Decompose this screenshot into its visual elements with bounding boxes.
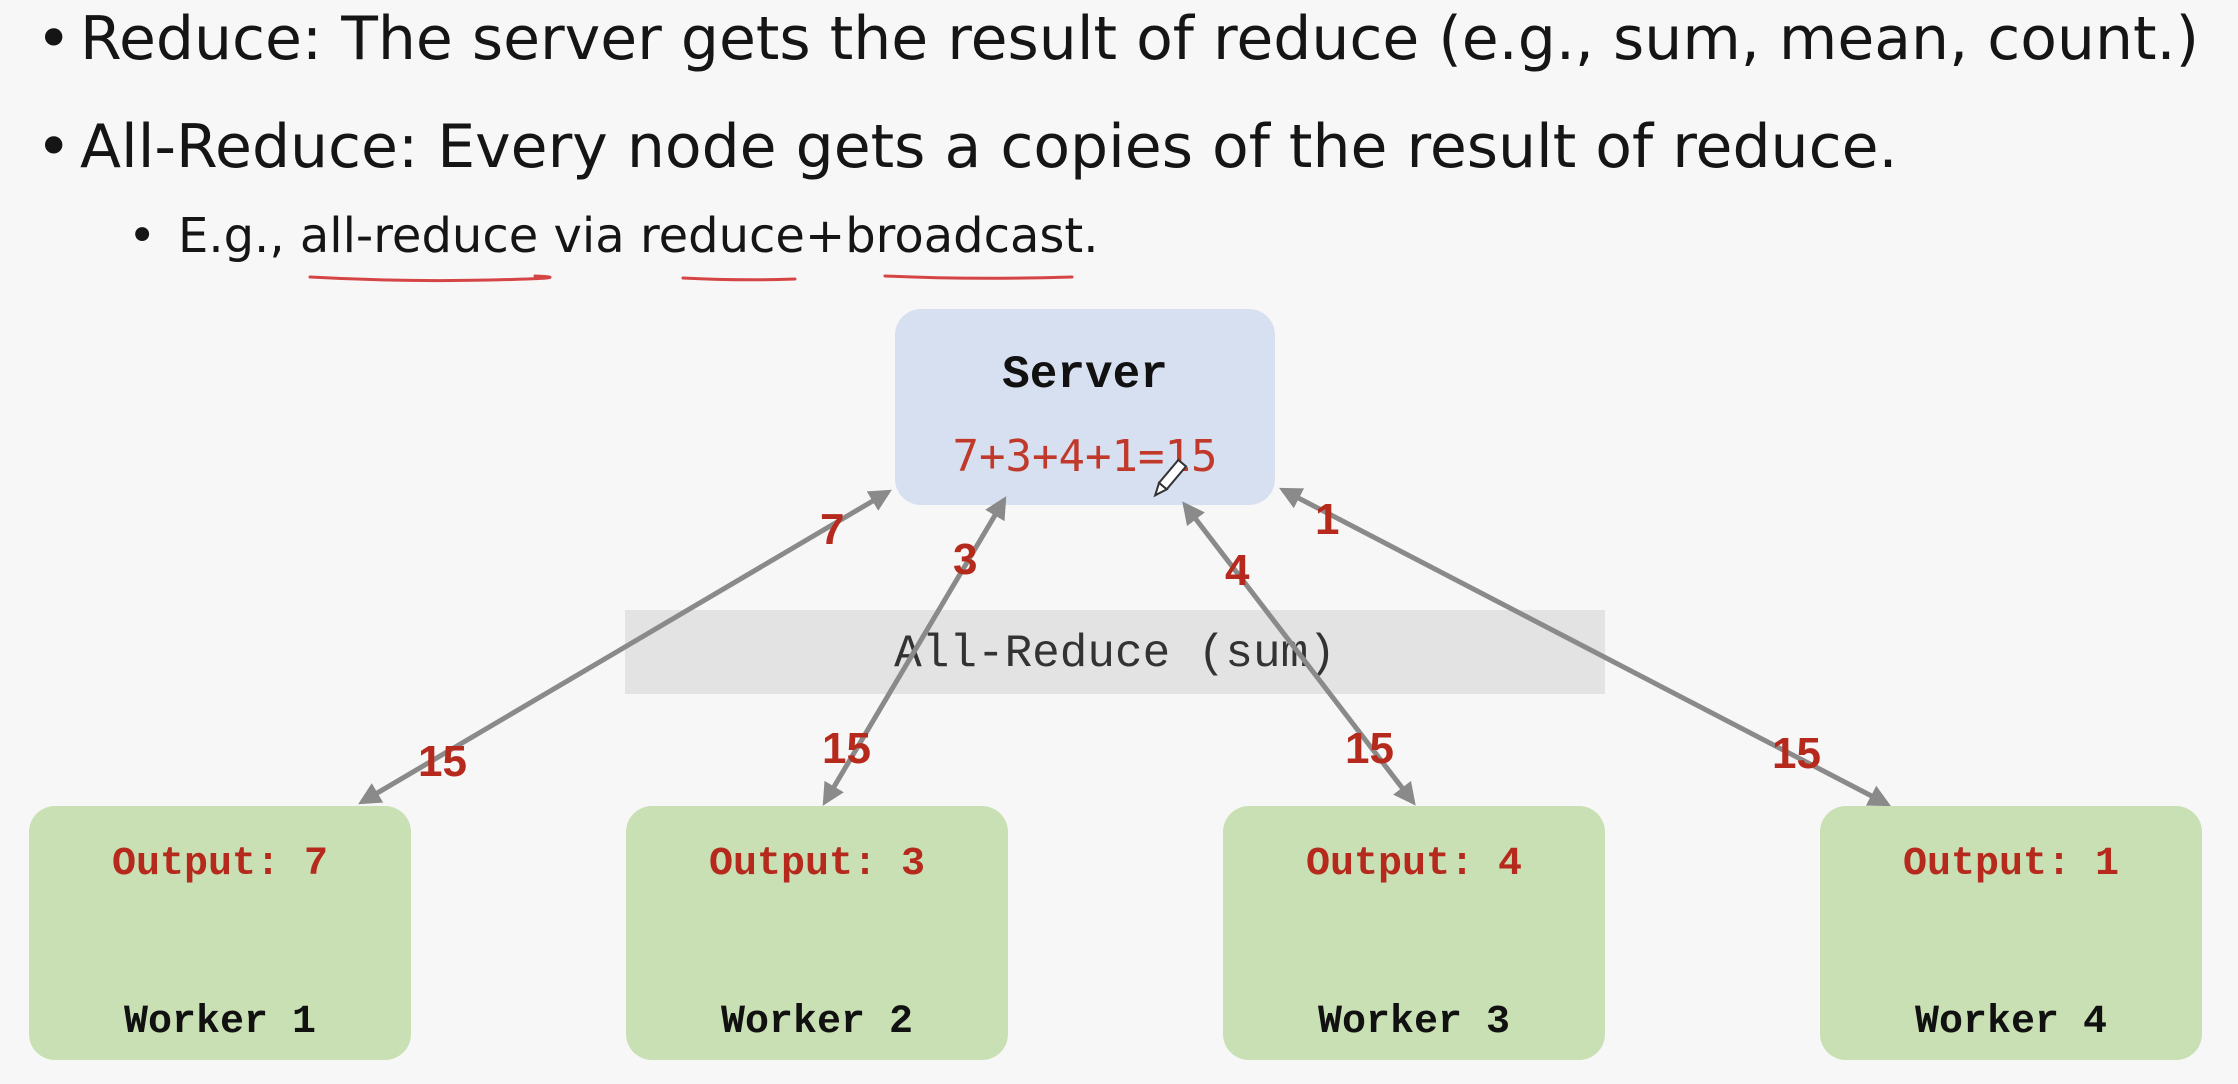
example-broadcast: broadcast <box>845 208 1084 264</box>
example-end: . <box>1083 208 1099 264</box>
bullet-example: • E.g., all-reduce via reduce+broadcast. <box>128 208 1098 264</box>
worker-name: Worker 4 <box>1914 1000 2108 1045</box>
sent-label-worker-2: 3 <box>953 535 977 584</box>
worker-node-3: Output: 4 Worker 3 <box>1223 806 1605 1060</box>
worker-output: Output: 7 <box>111 842 329 887</box>
bullet-all-reduce-text: All-Reduce: Every node gets a copies of … <box>80 112 1898 182</box>
received-label-worker-4: 15 <box>1772 729 1821 778</box>
bullet-reduce-text: Reduce: The server gets the result of re… <box>80 4 2199 74</box>
worker-node-4: Output: 1 Worker 4 <box>1820 806 2202 1060</box>
example-prefix: E.g., <box>178 208 300 264</box>
pen-cursor-icon <box>1153 458 1188 498</box>
arrow-worker-4 <box>1279 487 1891 807</box>
worker-output: Output: 3 <box>708 842 926 887</box>
underline-reduce <box>681 276 797 282</box>
bullet-dot: • <box>36 4 72 74</box>
arrow-worker-2 <box>822 496 1007 806</box>
received-label-worker-3: 15 <box>1345 724 1394 773</box>
worker-node-1: Output: 7 Worker 1 <box>29 806 411 1060</box>
worker-node-2: Output: 3 Worker 2 <box>626 806 1008 1060</box>
arrow-worker-1 <box>358 489 892 805</box>
bullet-reduce: •Reduce: The server gets the result of r… <box>36 4 2199 74</box>
underline-broadcast <box>883 274 1074 280</box>
sent-label-worker-4: 1 <box>1315 495 1339 544</box>
worker-name: Worker 1 <box>123 1000 317 1045</box>
bullet-dot: • <box>36 112 72 182</box>
received-label-worker-1: 15 <box>418 737 467 786</box>
worker-output: Output: 1 <box>1902 842 2120 887</box>
underline-all-reduce <box>308 274 552 283</box>
server-node: Server 7+3+4+1=15 <box>895 309 1275 505</box>
bullet-dot: • <box>128 208 157 264</box>
worker-output: Output: 4 <box>1305 842 1523 887</box>
bullet-all-reduce: •All-Reduce: Every node gets a copies of… <box>36 112 1898 182</box>
example-reduce: reduce <box>639 208 805 264</box>
sent-label-worker-1: 7 <box>820 505 844 554</box>
worker-name: Worker 3 <box>1317 1000 1511 1045</box>
example-plus: + <box>804 208 846 264</box>
example-via: via <box>538 208 640 264</box>
example-all-reduce: all-reduce <box>299 208 539 264</box>
server-title: Server <box>1002 349 1168 401</box>
worker-name: Worker 2 <box>720 1000 914 1045</box>
sent-label-worker-3: 4 <box>1225 546 1250 595</box>
received-label-worker-2: 15 <box>822 724 871 773</box>
underline-annotations <box>308 274 1074 283</box>
